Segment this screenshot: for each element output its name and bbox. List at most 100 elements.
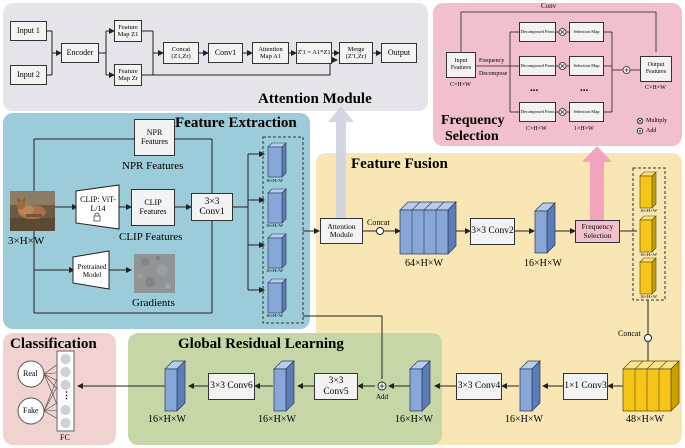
merge-box: Merge (Z'1,Zr) [339,42,373,64]
yellow-stack-label-2: 16×H×W [640,252,658,257]
z1-formula-box: Z'1 = A1*Z1 [296,42,332,64]
block-64-label: 64×H×W [405,258,443,269]
conv1-box: 3×3 Conv1 [191,193,233,221]
block-48-label: 48×H×W [626,414,664,425]
gradients-label: Gradients [132,297,175,309]
concat-2-label: Concat [618,329,641,338]
frequency-label: Frequency [479,58,505,64]
frequency-selection-box: Frequency Selection [575,220,620,243]
feature-map-z1-box: Feature Map Z1 [114,20,142,42]
block-16-b-label: 16×H×W [258,414,296,425]
stack-label-3: 16×H×W [266,268,284,273]
real-label: Real [23,369,38,378]
attention-module-title: Attention Module [258,91,372,107]
input-features-box: Input Features [446,52,476,78]
fusion-yellow-stack [639,171,657,295]
block-16-a-label: 16×H×W [148,414,186,425]
selection-map-1: Selection Map [569,22,604,42]
clip-encoder-shape [75,184,120,230]
freq-conv-label: Conv [541,2,557,10]
frequency-title-1: Frequency [441,113,505,128]
input-cat-image [10,191,55,231]
conv5-box: 3×3 Conv5 [314,373,358,400]
block-64-feature [399,201,457,255]
decomposed-dims: C×H×W [526,126,547,132]
block-16-b [273,360,295,412]
clip-encoder-label: CLIP: ViT-L/14 [80,195,116,214]
yellow-concat-node [644,334,652,342]
selection-dims: 1×H×W [574,126,594,132]
input-features-dims: C×H×W [450,82,471,88]
gradient-noise-image [134,254,175,293]
selection-map-3: Selection Map [569,102,604,122]
output-box: Output [381,43,417,63]
block-16-a [164,360,186,412]
block-16-c [409,360,431,412]
decomposed-feats-2: Decomposed Feats [519,56,556,76]
lock-icon [93,212,101,222]
block-16-c-label: 16×H×W [395,414,433,425]
selection-ellipsis: ... [580,82,589,94]
decomposed-feats-3: Decomposed Feats [519,102,556,122]
global-residual-title: Global Residual Learning [178,336,344,352]
extraction-stack-frame [262,136,304,324]
feature-fusion-title: Feature Fusion [351,156,448,172]
stack-label-1: 16×H×W [266,178,284,183]
conv6-box: 3×3 Conv6 [208,373,255,400]
output-features-box: Output Features [640,56,672,82]
clip-features-label: CLIP Features [119,231,183,243]
encoder-box: Encoder [61,43,99,63]
conv3-box: 1×1 Conv3 [563,373,608,400]
frequency-selection-panel [433,3,682,146]
clip-features-box: CLIP Features [131,189,175,226]
concat-label: Concat [367,218,390,227]
pretrained-model-label: Pretrained Model [77,263,107,280]
classification-title: Classification [10,336,97,352]
block-16-fusion [534,202,556,254]
fc-dots: ⋮ [62,390,71,400]
selection-map-2: Selection Map [569,56,604,76]
decomposed-ellipsis: ... [530,82,539,94]
stack-label-4: 16×H×W [266,313,284,318]
input-dims-label: 3×H×W [8,235,45,247]
attention-map-box: Attention Map A1 [252,42,289,64]
output-features-dims: C×H×W [645,85,666,91]
fusion-concat-node [376,227,384,235]
decompose-label: Decompose [479,71,508,77]
fake-node [17,397,45,425]
fake-label: Fake [23,406,39,415]
fc-label: FC [60,433,70,442]
frequency-link-arrow [582,146,612,222]
pretrained-model-shape [72,250,110,290]
input-2-box: Input 2 [10,65,47,85]
block-16-fusion-label: 16×H×W [524,258,562,269]
yellow-stack-label-1: 16×H×W [640,208,658,213]
attention-link-arrow [328,106,354,226]
npr-features-label: NPR Features [122,160,184,172]
multiply-legend: Multiply [646,118,668,124]
conv1-attention-box: Conv1 [208,43,243,63]
real-node [17,360,45,388]
stack-label-2: 16×H×W [266,223,284,228]
block-48-yellow [622,360,680,412]
attention-module-box: Attention Module [320,218,363,244]
decomposed-feats-1: Decomposed Feats [519,22,556,42]
frequency-title-2: Selection [445,129,499,144]
concat-box: Concat (Z1,Zr) [163,42,199,64]
extraction-feature-stack [267,142,287,314]
conv2-box: 3×3 Conv2 [470,218,515,245]
add-legend: Add [646,128,657,134]
fusion-stack-frame [632,167,666,301]
block-16-d [519,360,541,412]
yellow-stack-label-3: 16×H×W [640,294,658,299]
feature-map-zr-box: Feature Map Zr [114,64,142,86]
input-1-box: Input 1 [10,21,47,41]
fc-neurons [60,354,71,428]
conv4-box: 3×3 Conv4 [456,373,502,400]
add-label: Add [376,393,389,401]
block-16-d-label: 16×H×W [505,414,543,425]
feature-extraction-title: Feature Extraction [175,115,297,131]
npr-features-box: NPR Features [134,119,175,156]
